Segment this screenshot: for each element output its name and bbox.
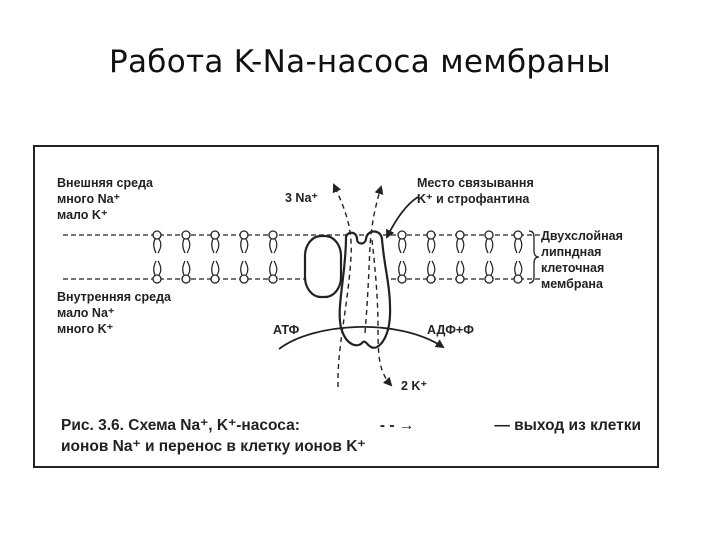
caption-legend-text: — выход из клетки xyxy=(494,417,641,434)
pump-protein xyxy=(338,230,392,349)
slide-title: Работа K-Na-насоса мембраны xyxy=(109,44,611,80)
membrane-diagram xyxy=(63,183,540,388)
lipid-molecule xyxy=(455,230,465,254)
binding-site-arrow xyxy=(386,196,419,239)
lipid-molecule xyxy=(152,260,162,284)
caption-second-line: ионов Na⁺ и перенос в клетку ионов K⁺ xyxy=(61,438,366,455)
na-out-label: 3 Na⁺ xyxy=(285,191,319,205)
caption-lead: Рис. 3.6. Схема Na⁺, K⁺-насоса: xyxy=(61,417,300,434)
atp-conversion-arrow xyxy=(278,326,445,350)
lipid-molecule xyxy=(426,260,436,284)
lipid-molecule xyxy=(397,230,407,254)
ion-channel xyxy=(303,234,343,299)
membrane-label-line-2: липндная xyxy=(541,245,602,259)
na-efflux-arrow-left xyxy=(332,183,352,388)
lipid-molecule xyxy=(268,230,278,254)
binding-site-line-1: Место связывання xyxy=(417,176,534,190)
lipid-molecule xyxy=(268,260,278,284)
outer-medium-label: Внешняя среда много Na⁺ мало K⁺ xyxy=(57,175,153,223)
lipid-molecule xyxy=(181,230,191,254)
inner-medium-title: Внутренняя среда xyxy=(57,290,171,304)
inner-k-level: много K⁺ xyxy=(57,322,114,336)
lipid-molecule xyxy=(426,230,436,254)
adp-label: АДФ+Ф xyxy=(427,323,474,337)
lipid-molecule xyxy=(239,230,249,254)
membrane-label-line-1: Двухслойная xyxy=(541,229,623,243)
membrane-label-line-3: клеточная xyxy=(541,261,605,275)
membrane-pump-figure: Внешняя среда много Na⁺ мало K⁺ Внутренн… xyxy=(33,145,659,468)
lipid-molecule xyxy=(210,230,220,254)
outer-na-level: много Na⁺ xyxy=(57,192,121,206)
membrane-bracket xyxy=(528,230,540,284)
lipid-molecule xyxy=(152,230,162,254)
binding-site-line-2: K⁺ и строфантина xyxy=(417,192,530,206)
lipid-molecule xyxy=(513,230,523,254)
lipid-molecule xyxy=(513,260,523,284)
lipid-molecule xyxy=(397,260,407,284)
lipid-molecule xyxy=(239,260,249,284)
membrane-label-line-4: мембрана xyxy=(541,277,603,291)
lipid-layer-inner xyxy=(152,260,523,284)
membrane-label: Двухслойная липндная клеточная мембрана xyxy=(541,228,623,292)
outer-medium-title: Внешняя среда xyxy=(57,176,153,190)
figure-caption: Рис. 3.6. Схема Na⁺, K⁺-насоса: - - → — … xyxy=(61,415,641,457)
inner-na-level: мало Na⁺ xyxy=(57,306,115,320)
na-efflux-arrow-right xyxy=(364,185,384,334)
inner-medium-label: Внутренняя среда мало Na⁺ много K⁺ xyxy=(57,289,171,337)
binding-site-label: Место связывання K⁺ и строфантина xyxy=(417,175,534,207)
atp-label: АТФ xyxy=(273,323,300,337)
lipid-molecule xyxy=(455,260,465,284)
k-in-label: 2 K⁺ xyxy=(401,379,428,393)
k-influx-arrow xyxy=(371,239,393,387)
lipid-molecule xyxy=(210,260,220,284)
lipid-molecule xyxy=(484,230,494,254)
caption-legend-symbol: - - → xyxy=(379,417,415,434)
lipid-molecule xyxy=(484,260,494,284)
lipid-molecule xyxy=(181,260,191,284)
lipid-layer-outer xyxy=(152,230,523,254)
outer-k-level: мало K⁺ xyxy=(57,208,108,222)
